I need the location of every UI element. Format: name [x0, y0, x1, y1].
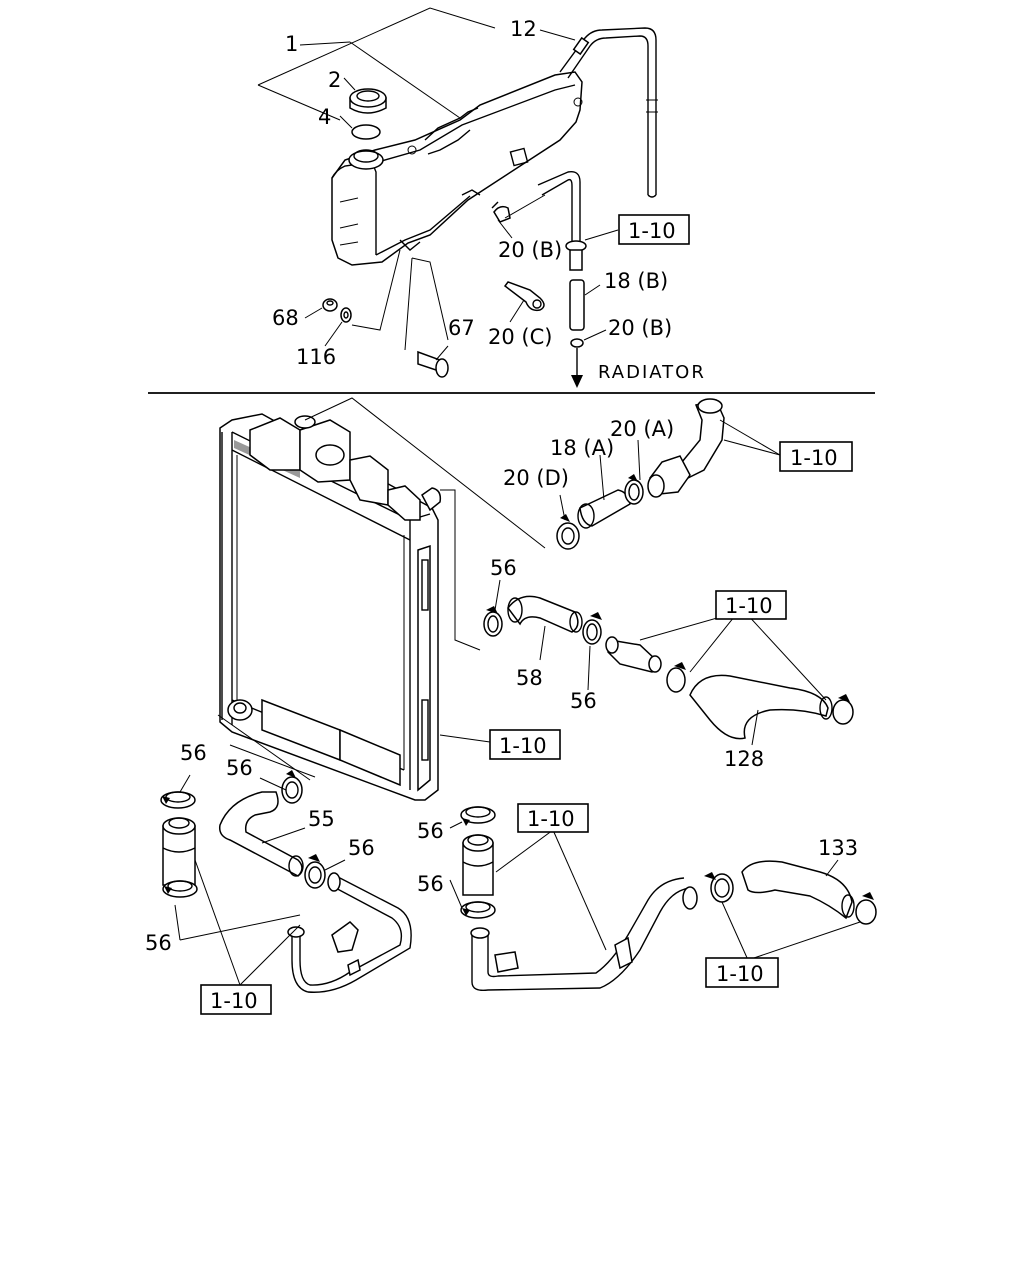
clip-20b: [491, 201, 511, 223]
water-pipe-middle: [470, 877, 698, 992]
callout-68: 68: [272, 306, 299, 330]
ref-box-2[interactable]: 1-10: [779, 441, 853, 472]
bottom-middle-leader-lines: [449, 821, 861, 961]
callout-128: 128: [724, 747, 764, 771]
clamp-128-left: [666, 662, 686, 693]
callout-20b-lower: 20 (B): [608, 316, 672, 340]
callout-55: 55: [308, 807, 335, 831]
hose-coupler-left: [162, 817, 196, 886]
callout-labels: 1 2 4 12 20 (B) 18 (B) 20 (B) 20 (C) 67 …: [145, 17, 858, 955]
bolt-67: [417, 350, 449, 378]
ref-box-2-label: 1-10: [790, 446, 838, 470]
ref-box-1[interactable]: 1-10: [618, 214, 690, 245]
callout-67: 67: [448, 316, 475, 340]
hose-coupler-mid: [462, 834, 494, 896]
callout-133: 133: [818, 836, 858, 860]
callout-18b: 18 (B): [604, 269, 668, 293]
clamp-20d: [556, 514, 580, 550]
thermostat-housing: [647, 398, 725, 498]
clamp-56-low-left: [162, 880, 198, 898]
callout-56-hose55: 56: [226, 756, 253, 780]
clamp-56-mid-top: [460, 806, 496, 826]
callout-56-upper: 56: [490, 556, 517, 580]
callout-56-mid: 56: [570, 689, 597, 713]
clamp-56-mid-bottom: [460, 901, 496, 919]
clamp-56-hose55-top: [281, 770, 303, 804]
ref-box-3[interactable]: 1-10: [715, 590, 787, 620]
callout-116: 116: [296, 345, 336, 369]
hose-133: [741, 860, 855, 920]
ref-box-4[interactable]: 1-10: [489, 729, 561, 760]
clamp-56-hose58-right: [582, 612, 602, 645]
clamp-133-left: [704, 872, 734, 903]
ref-box-6[interactable]: 1-10: [200, 984, 272, 1015]
ref-box-4-label: 1-10: [499, 734, 547, 758]
callout-56-right-of-55: 56: [348, 836, 375, 860]
callout-20a: 20 (A): [610, 417, 674, 441]
ref-box-7-label: 1-10: [716, 962, 764, 986]
callout-58: 58: [516, 666, 543, 690]
radiator-label: RADIATOR: [598, 362, 706, 383]
nut-68: [322, 298, 338, 312]
hose-55: [218, 791, 304, 877]
water-pipe-fitting: [605, 636, 662, 673]
radiator-leader-lines: [217, 397, 827, 781]
hose-18a: [577, 489, 631, 529]
callout-56-middle-top: 56: [417, 819, 444, 843]
clamp-56-hose58-left: [483, 606, 503, 637]
water-pipe-left: [287, 872, 412, 993]
callout-56-left-top: 56: [180, 741, 207, 765]
clamp-128-right: [832, 694, 854, 725]
ref-box-3-label: 1-10: [725, 594, 773, 618]
callout-12: 12: [510, 17, 537, 41]
washer-116: [340, 307, 352, 323]
callout-4: 4: [318, 105, 331, 129]
outlet-pipe: [537, 171, 587, 271]
overflow-pipe: [559, 27, 658, 198]
clamp-20a: [624, 474, 644, 505]
callout-20c: 20 (C): [488, 325, 552, 349]
callout-20b-upper: 20 (B): [498, 238, 562, 262]
ref-box-1-label: 1-10: [628, 219, 676, 243]
hose-18b: [569, 279, 585, 388]
callout-2: 2: [328, 68, 341, 92]
callout-1: 1: [285, 32, 298, 56]
clamp-56-hose55-bottom: [304, 854, 326, 889]
top-leader-lines: [257, 7, 619, 361]
callout-18a: 18 (A): [550, 436, 614, 460]
clamp-20c: [503, 281, 545, 312]
reservoir-tank: [331, 71, 583, 266]
hose-58: [507, 595, 583, 633]
reservoir-cap: [349, 88, 387, 114]
callout-20d: 20 (D): [503, 466, 569, 490]
callout-56-middle-bottom: 56: [417, 872, 444, 896]
callout-56-left-bottom: 56: [145, 931, 172, 955]
radiator-core: [219, 413, 442, 801]
bottom-left-leader-lines: [174, 744, 346, 986]
ref-box-7[interactable]: 1-10: [705, 957, 779, 988]
ref-box-5[interactable]: 1-10: [517, 803, 589, 833]
clamp-133-right: [855, 892, 877, 925]
cap-gasket: [351, 124, 381, 140]
hose-128: [689, 674, 833, 740]
ref-box-6-label: 1-10: [210, 989, 258, 1013]
ref-box-5-label: 1-10: [527, 807, 575, 831]
clamp-56-top-left: [160, 791, 196, 809]
